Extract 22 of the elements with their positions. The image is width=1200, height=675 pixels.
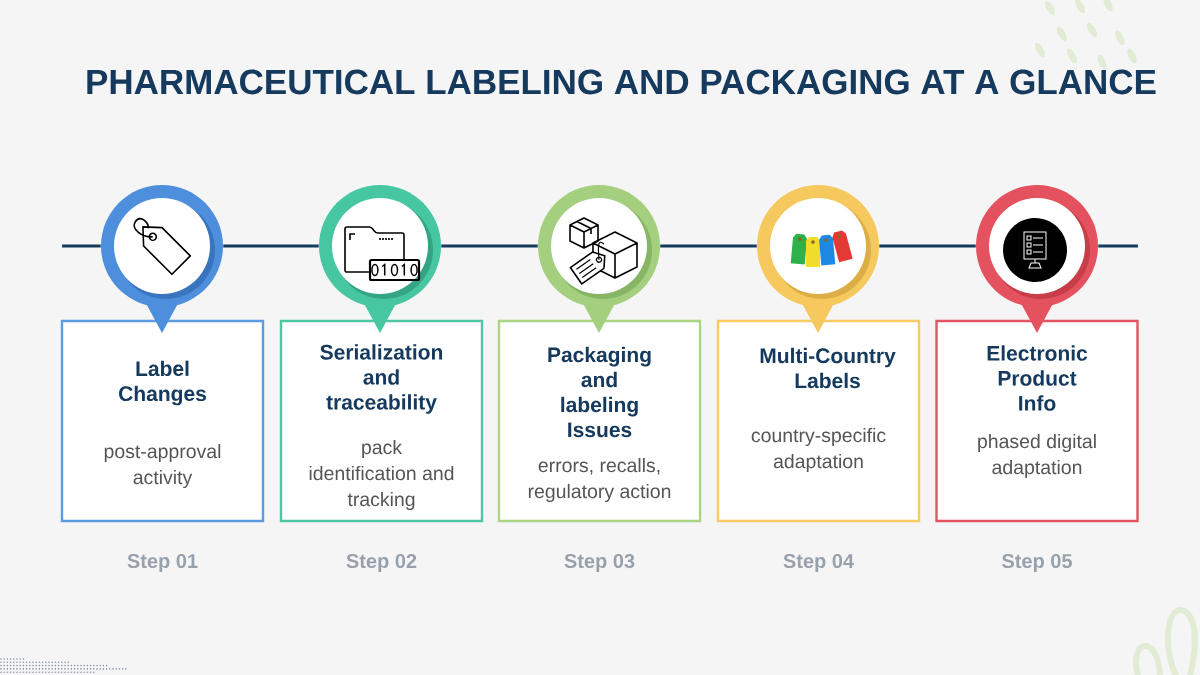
step-heading: Multi-Country Labels [760,347,896,389]
step-label: Step 04 [783,553,854,573]
timeline-line [879,244,976,248]
step-label: Step 05 [1002,553,1072,573]
timeline-line [1098,244,1138,248]
timeline-line [660,244,757,248]
step-heading: Electronic Product Info [987,345,1088,411]
step-description: errors, recalls, regulatory action [528,457,671,503]
step-description: pack identification and tracking [309,439,454,511]
timeline-line [62,244,101,248]
timeline-line [223,244,319,248]
timeline-line [441,244,538,248]
step-description: phased digital adaptation [978,433,1096,479]
title: PHARMACEUTICAL LABELING AND PACKAGING AT A GLANCE [87,69,1156,95]
step-description: country-specific adaptation [751,427,886,473]
step-heading: Packaging and labeling Issues [548,346,651,438]
step-label: Step 03 [564,553,635,573]
step-description: post-approval activity [104,443,221,489]
step-heading: Label Changes [119,360,206,406]
step-label: Step 01 [127,553,198,573]
step-heading: Serialization and traceability [320,344,443,414]
step-label: Step 02 [346,553,417,573]
